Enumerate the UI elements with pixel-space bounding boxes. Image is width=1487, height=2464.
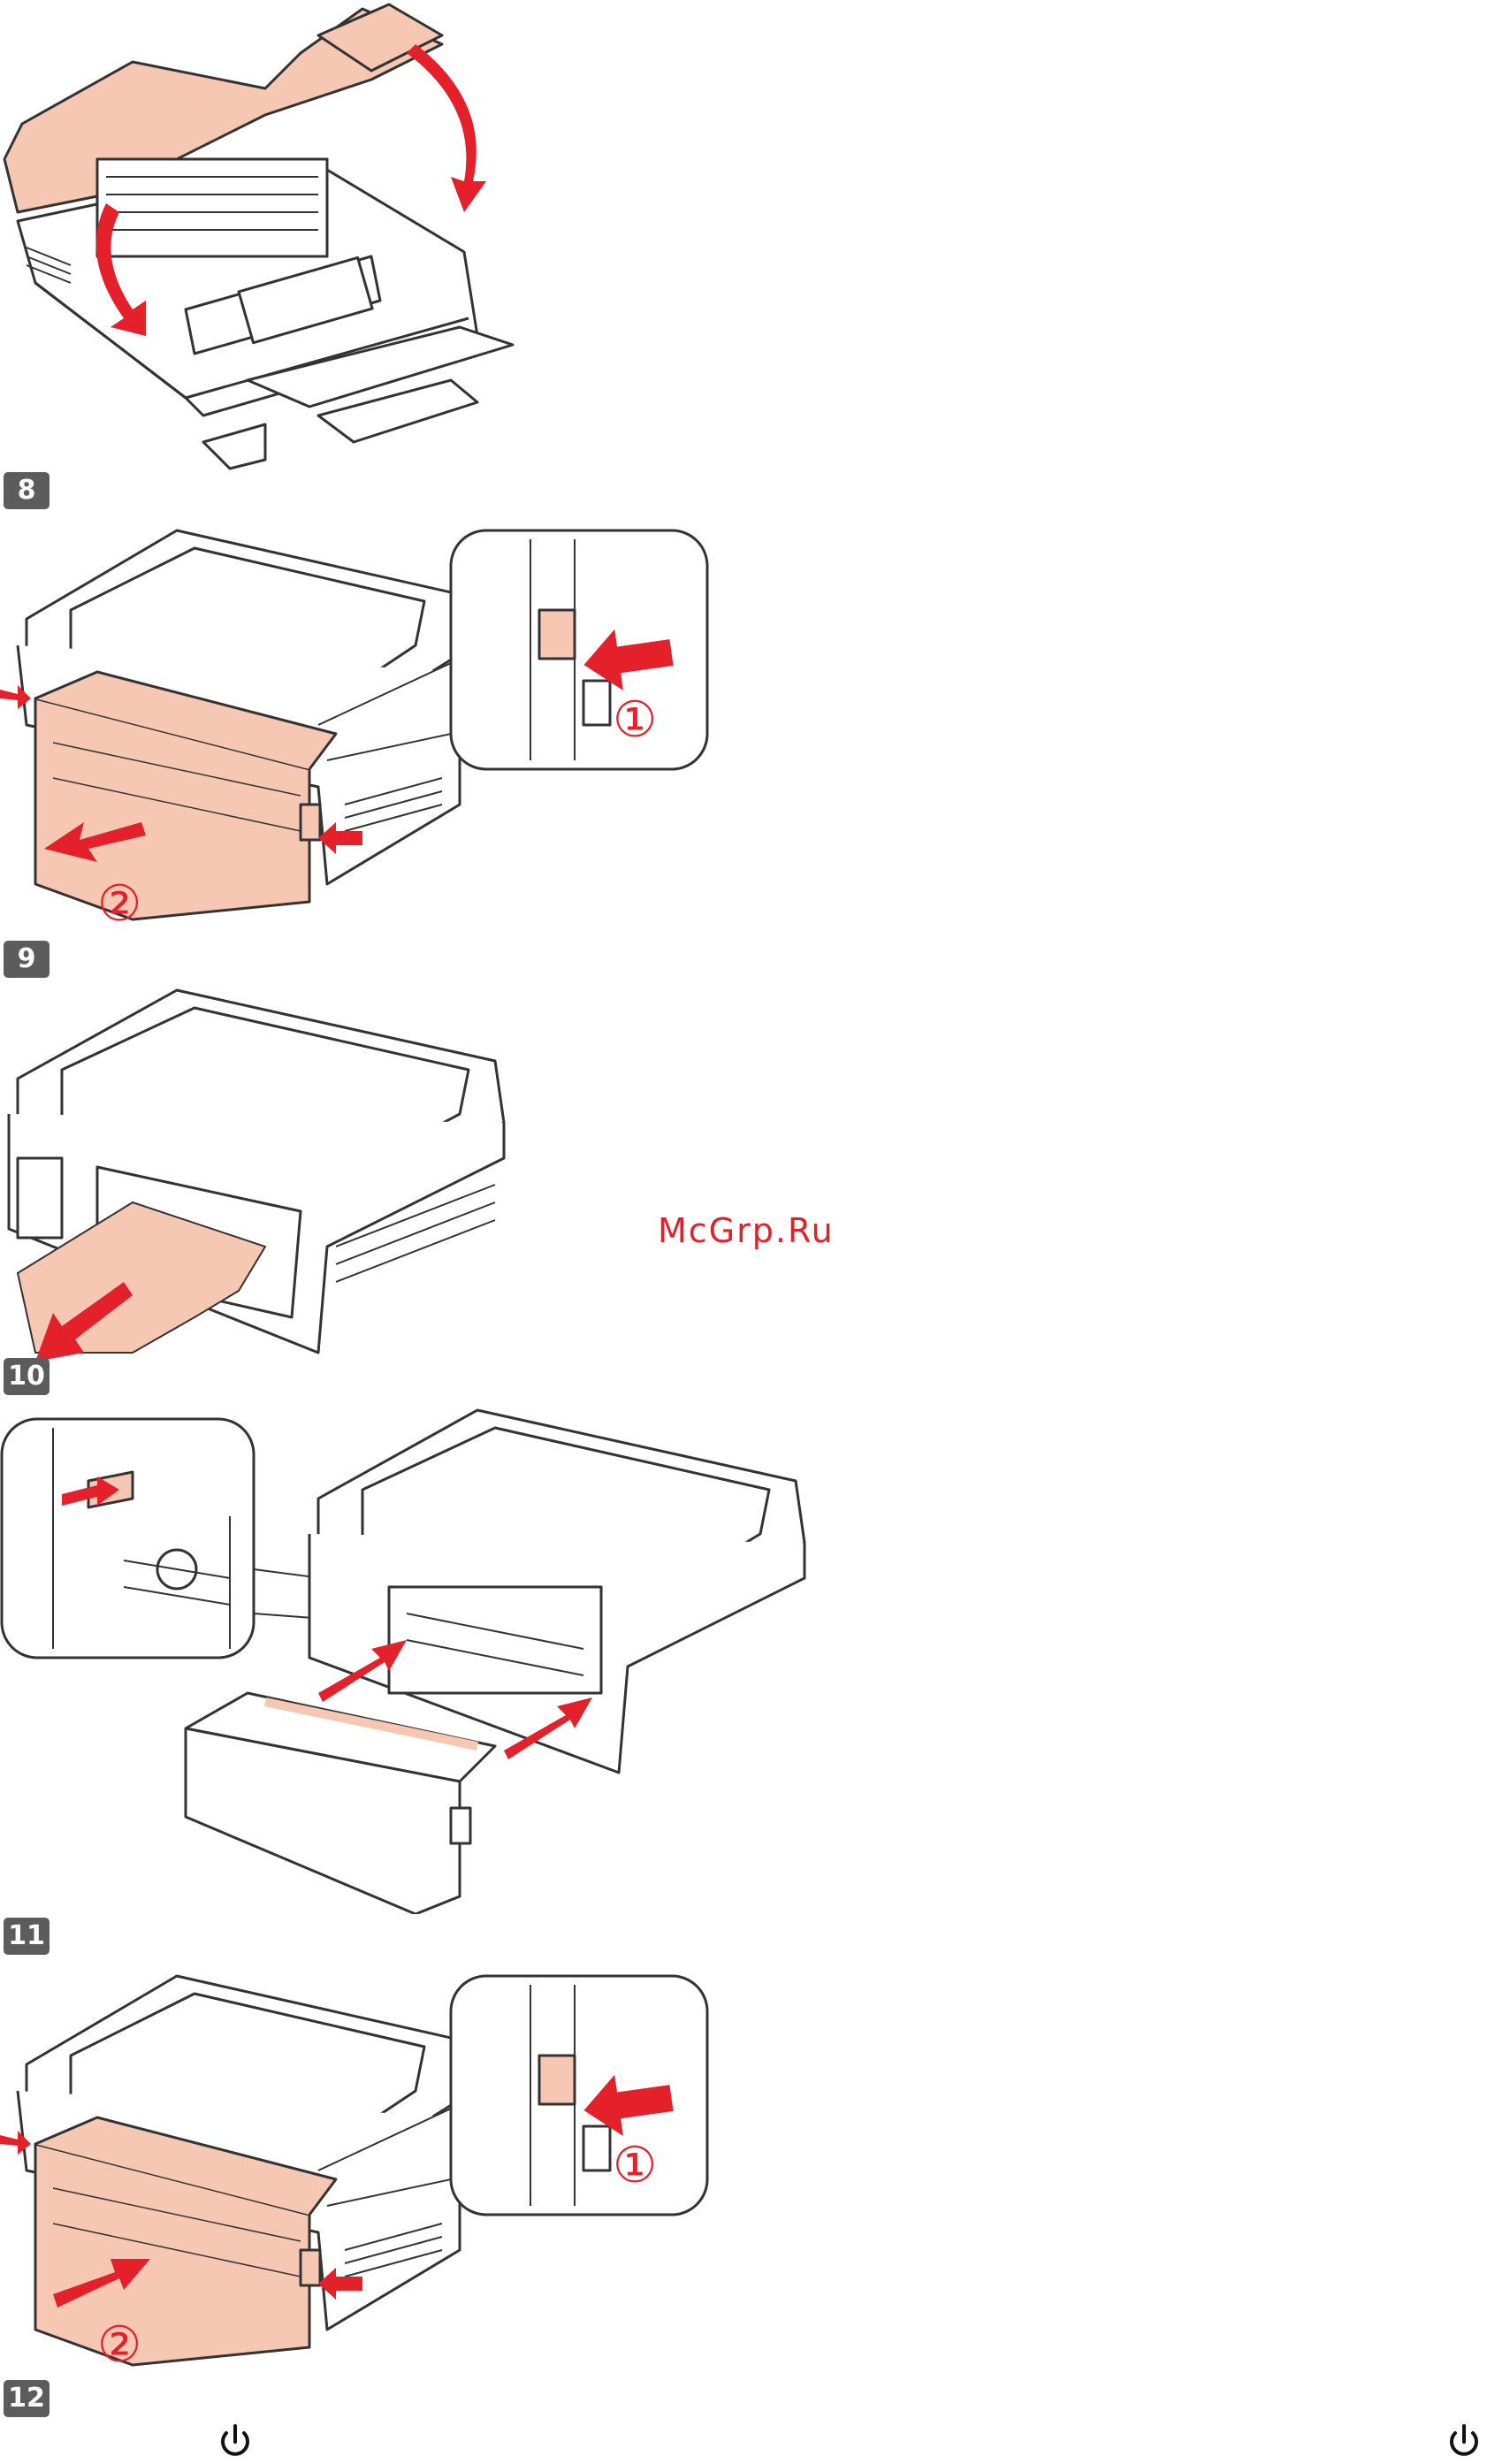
illustration-reattach-rear-unit [0, 1401, 822, 1914]
illustration-remove-jammed-paper [0, 981, 530, 1362]
callout-marker-1: ① [613, 691, 657, 749]
step-number-9: 9 [4, 941, 50, 978]
step-number-11: 11 [4, 1918, 50, 1955]
power-icon [1445, 2422, 1483, 2461]
step-number-8: 8 [4, 472, 50, 509]
step-number-10: 10 [4, 1358, 50, 1395]
step-number-12: 12 [4, 2380, 50, 2417]
watermark: McGrp.Ru [658, 1211, 835, 1250]
callout-marker-1: ① [613, 2137, 657, 2194]
power-icon [216, 2422, 255, 2461]
illustration-close-scanner [0, 0, 522, 473]
callout-marker-2: ② [97, 875, 141, 933]
callout-marker-2: ② [97, 2316, 141, 2374]
